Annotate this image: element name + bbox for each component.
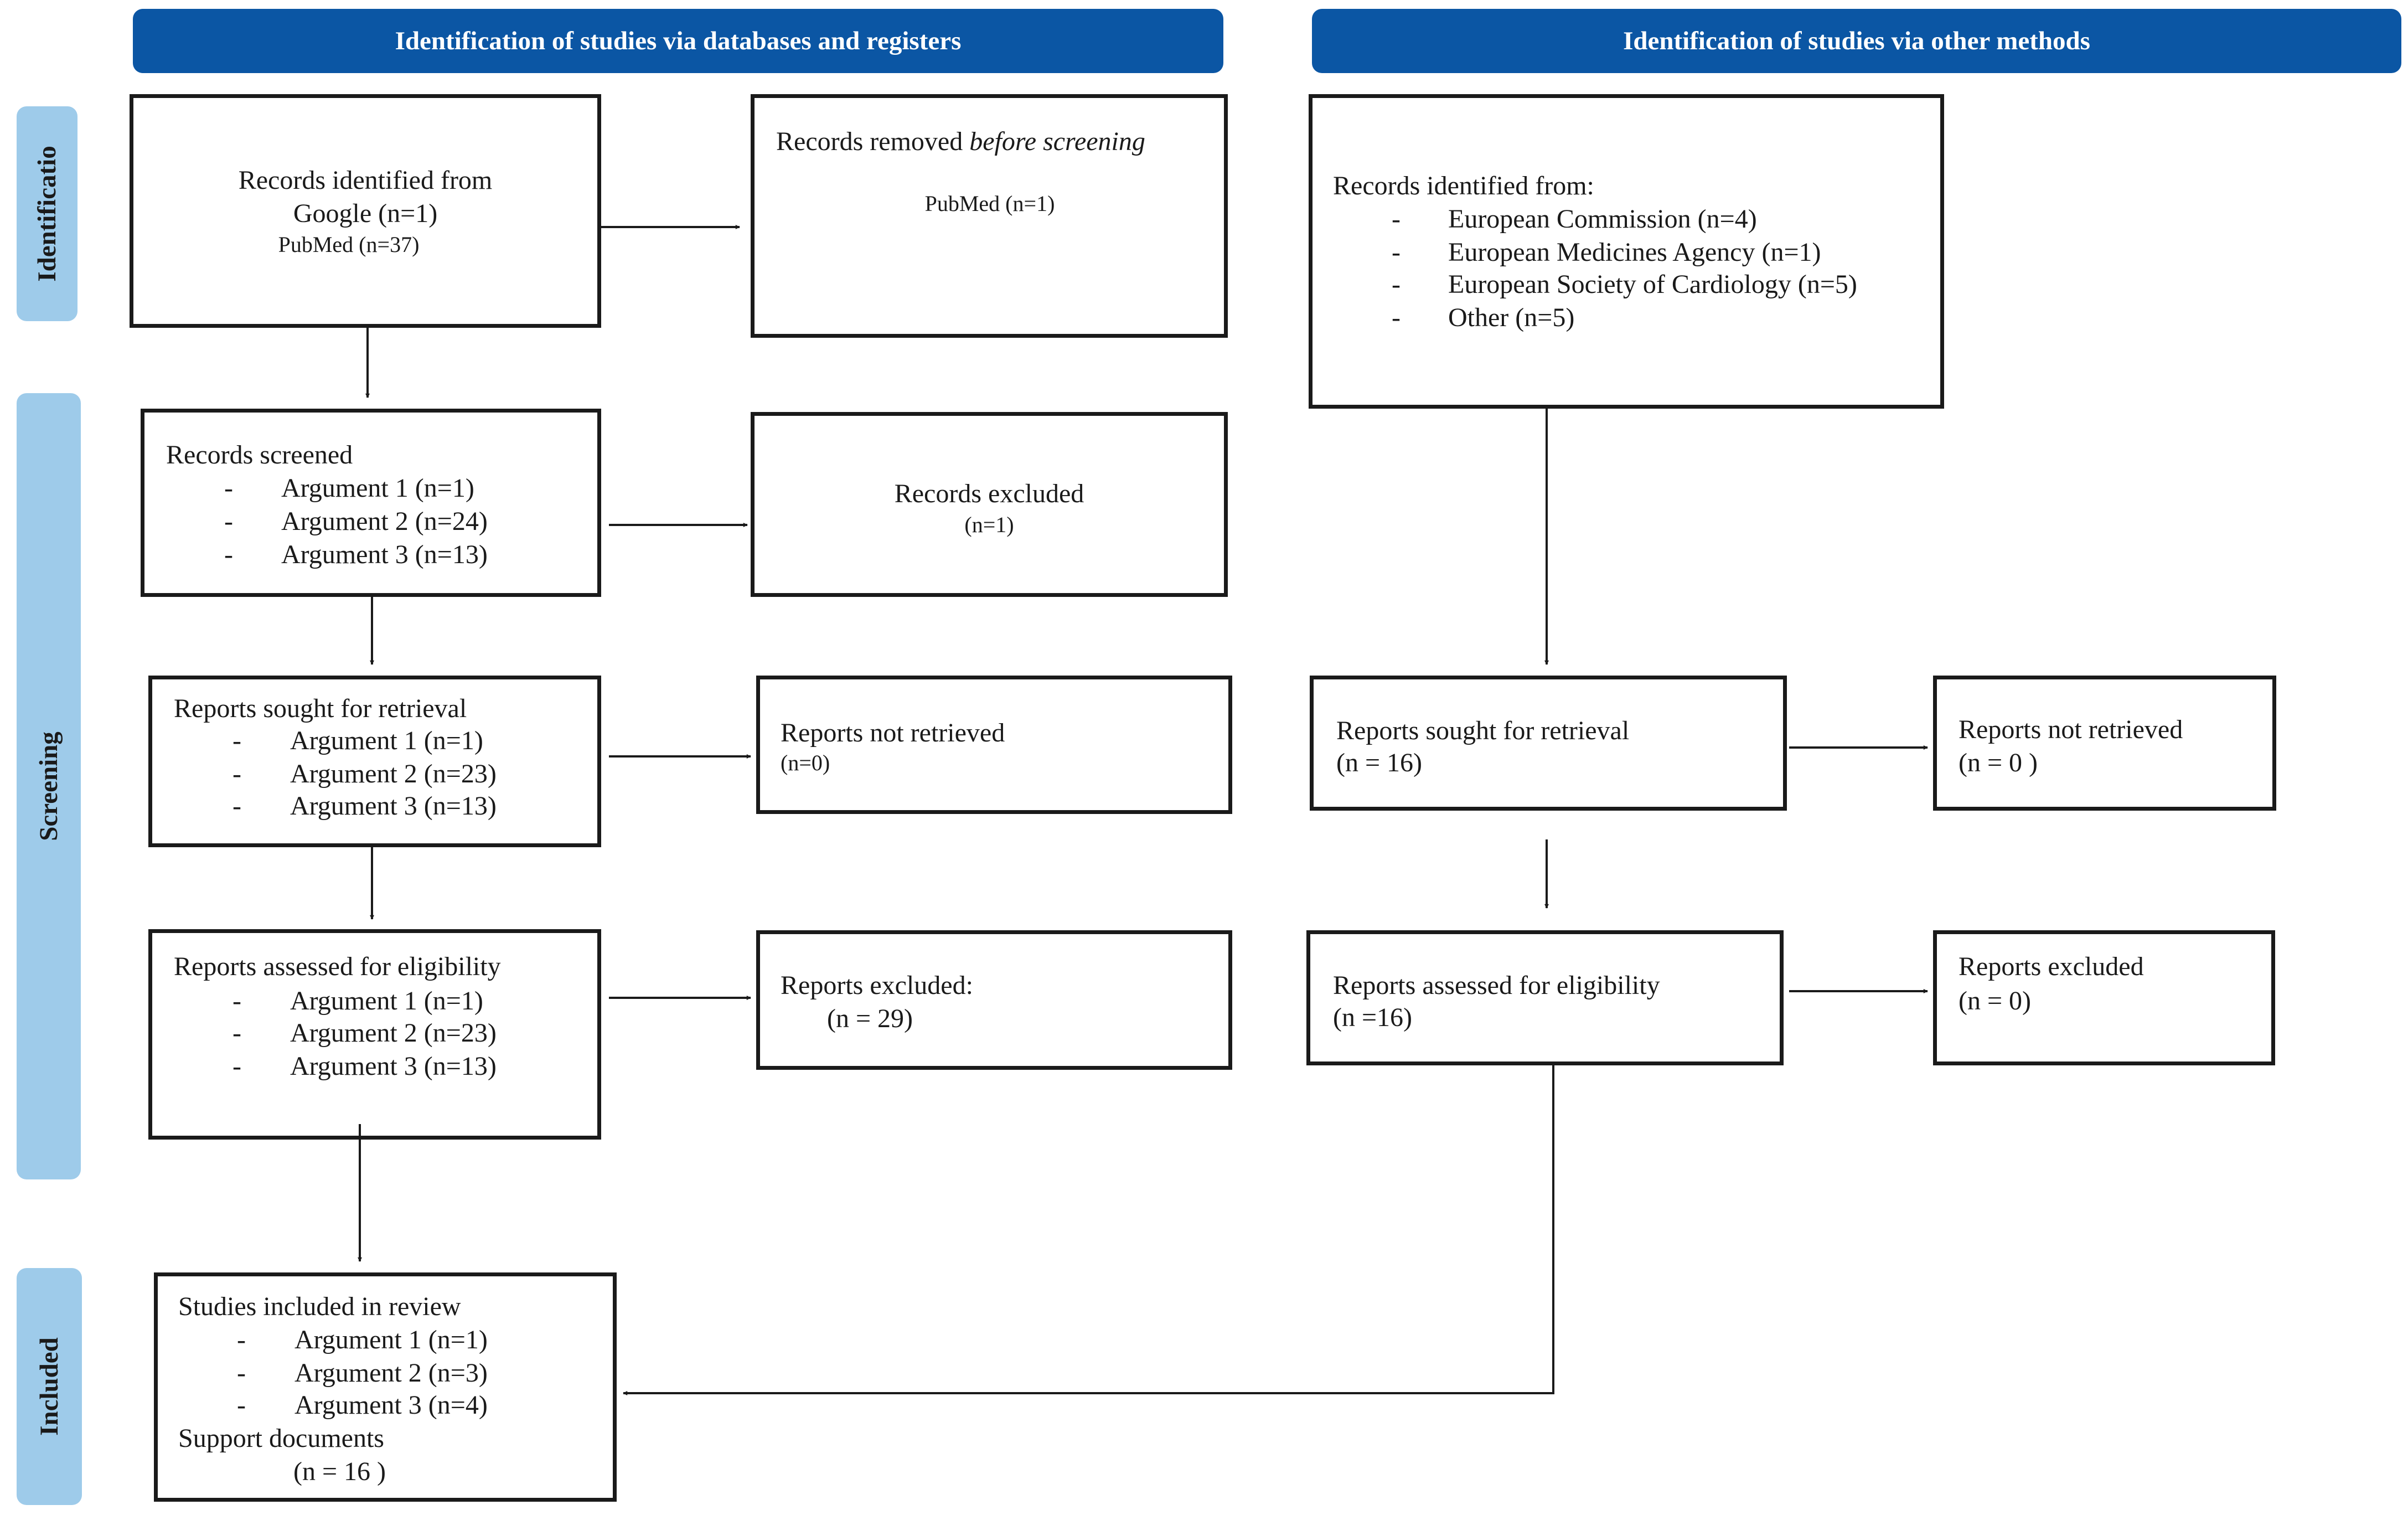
list-marker: - — [1392, 270, 1401, 299]
records-identified-line2: Google (n=1) — [293, 199, 438, 228]
other-sought-title: Reports sought for retrieval — [1336, 716, 1630, 745]
list-marker: - — [237, 1390, 246, 1420]
assessed-item-1: Argument 1 (n=1) — [290, 986, 483, 1016]
box-other-reports-not-retrieved — [1933, 676, 2276, 811]
records-excluded-count: (n=1) — [964, 512, 1014, 537]
list-marker: - — [232, 1018, 241, 1048]
list-marker: - — [237, 1325, 246, 1354]
other-assessed-title: Reports assessed for eligibility — [1333, 971, 1660, 1000]
other-not-retrieved-title: Reports not retrieved — [1959, 715, 2183, 744]
other-identified-item-1: European Commission (n=4) — [1448, 204, 1757, 234]
records-removed-detail: PubMed (n=1) — [924, 191, 1055, 216]
list-marker: - — [1392, 204, 1401, 234]
screened-item-1: Argument 1 (n=1) — [281, 473, 474, 503]
other-identified-item-2: European Medicines Agency (n=1) — [1448, 238, 1821, 267]
sought-item-1: Argument 1 (n=1) — [290, 726, 483, 755]
reports-sought-title: Reports sought for retrieval — [174, 694, 467, 723]
other-identified-item-3: European Society of Cardiology (n=5) — [1448, 270, 1857, 299]
box-reports-not-retrieved — [756, 676, 1232, 814]
screened-item-3: Argument 3 (n=13) — [281, 540, 488, 569]
box-other-reports-excluded — [1933, 930, 2275, 1065]
sought-item-3: Argument 3 (n=13) — [290, 791, 497, 821]
reports-assessed-title: Reports assessed for eligibility — [174, 952, 501, 981]
support-documents-count: (n = 16 ) — [293, 1457, 386, 1486]
other-excluded-count: (n = 0) — [1959, 986, 2032, 1016]
list-marker: - — [237, 1358, 246, 1388]
box-other-reports-assessed — [1306, 930, 1784, 1065]
header-databases: Identification of studies via databases … — [133, 9, 1223, 73]
other-excluded-title: Reports excluded — [1959, 952, 2144, 981]
support-documents-label: Support documents — [178, 1424, 384, 1453]
assessed-item-3: Argument 3 (n=13) — [290, 1052, 497, 1081]
phase-identification: Identificatio — [17, 106, 77, 321]
included-item-2: Argument 2 (n=3) — [294, 1358, 488, 1388]
list-marker: - — [1392, 303, 1401, 332]
records-identified-line3: PubMed (n=37) — [278, 232, 420, 257]
sought-item-2: Argument 2 (n=23) — [290, 759, 497, 789]
arrow-other-assessed-to-included — [623, 1065, 1554, 1395]
list-marker: - — [224, 473, 233, 503]
records-screened-title: Records screened — [166, 440, 353, 470]
list-marker: - — [224, 540, 233, 569]
records-removed-prefix: Records removed — [776, 127, 970, 156]
reports-excluded-count: (n = 29) — [827, 1004, 913, 1033]
records-identified-line1: Records identified from — [238, 166, 493, 195]
reports-not-retrieved-title: Reports not retrieved — [781, 718, 1005, 748]
box-studies-included — [154, 1272, 617, 1502]
included-item-1: Argument 1 (n=1) — [294, 1325, 488, 1354]
box-other-records-identified — [1309, 94, 1944, 409]
box-records-removed — [751, 94, 1228, 338]
studies-included-title: Studies included in review — [178, 1292, 461, 1321]
other-identified-item-4: Other (n=5) — [1448, 303, 1575, 332]
records-removed-title: Records removed before screening — [776, 128, 1145, 155]
list-marker: - — [232, 1052, 241, 1081]
other-assessed-count: (n =16) — [1333, 1003, 1413, 1032]
phase-included: Included — [17, 1268, 82, 1505]
other-identified-title: Records identified from: — [1333, 171, 1594, 200]
included-item-3: Argument 3 (n=4) — [294, 1390, 488, 1420]
reports-excluded-title: Reports excluded: — [781, 971, 973, 1000]
records-excluded-title: Records excluded — [894, 479, 1084, 508]
phase-screening: Screening — [17, 393, 81, 1179]
list-marker: - — [1392, 238, 1401, 267]
box-records-excluded — [751, 412, 1228, 597]
reports-not-retrieved-count: (n=0) — [781, 750, 830, 775]
other-not-retrieved-count: (n = 0 ) — [1959, 748, 2038, 777]
list-marker: - — [232, 759, 241, 789]
box-reports-excluded — [756, 930, 1232, 1070]
list-marker: - — [232, 986, 241, 1016]
list-marker: - — [232, 726, 241, 755]
other-sought-count: (n = 16) — [1336, 748, 1423, 777]
box-reports-assessed — [148, 929, 601, 1140]
records-removed-emphasis: before screening — [969, 127, 1145, 156]
box-records-screened — [141, 409, 601, 597]
box-reports-sought — [148, 676, 601, 847]
list-marker: - — [232, 791, 241, 821]
screened-item-2: Argument 2 (n=24) — [281, 507, 488, 536]
assessed-item-2: Argument 2 (n=23) — [290, 1018, 497, 1048]
box-records-identified — [130, 94, 601, 328]
list-marker: - — [224, 507, 233, 536]
header-other-methods: Identification of studies via other meth… — [1312, 9, 2401, 73]
box-other-reports-sought — [1310, 676, 1787, 811]
